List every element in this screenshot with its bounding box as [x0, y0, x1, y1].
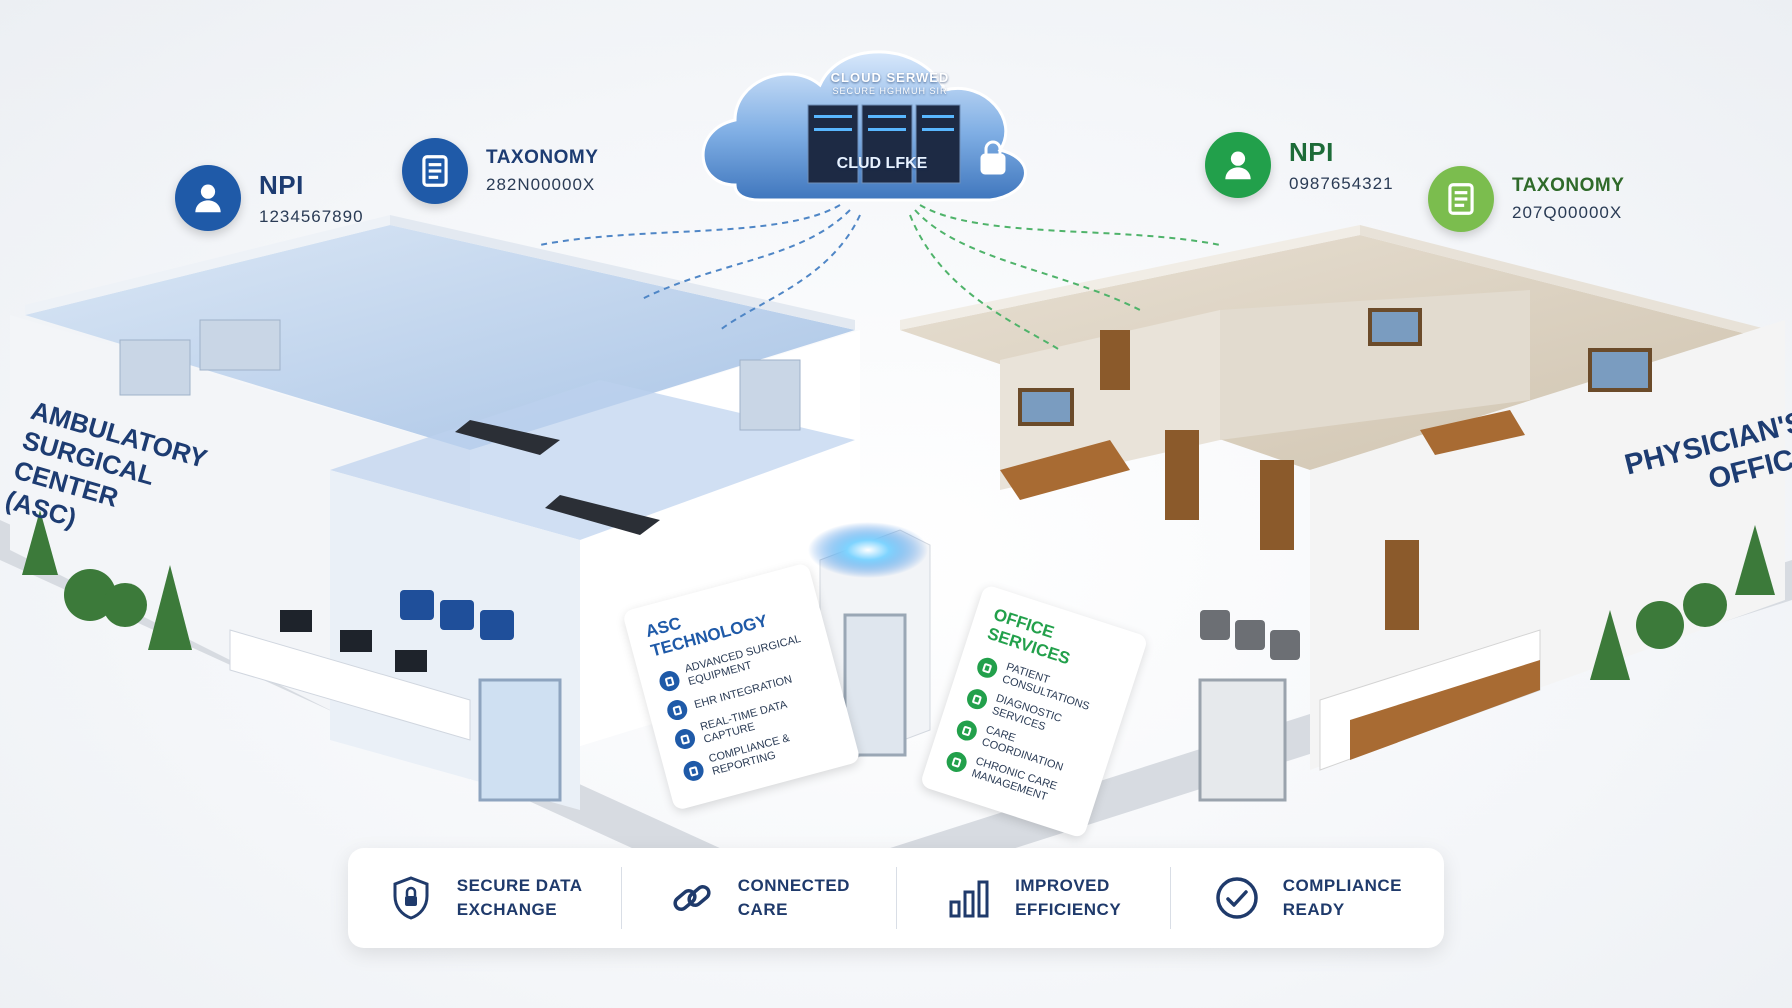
trees-right: [1590, 525, 1775, 680]
office-back-wall-right: [1360, 225, 1770, 340]
server-rack-lights: [814, 115, 954, 131]
user-icon: [1205, 132, 1271, 198]
asc-npi-value: 1234567890: [259, 206, 364, 226]
connection-lines-asc: [539, 204, 861, 331]
trees-left: [22, 510, 192, 650]
check-circle-icon: [1215, 877, 1258, 919]
asc-back-wall: [25, 215, 390, 315]
central-hub-glow: [808, 522, 928, 578]
document-icon: [402, 138, 468, 204]
central-hub-door: [843, 613, 907, 757]
office-npi-value: 0987654321: [1289, 173, 1394, 193]
office-taxonomy-badge: TAXONOMY 207Q00000X: [1428, 166, 1624, 232]
office-taxonomy-label: TAXONOMY: [1512, 175, 1625, 196]
report-icon: [681, 758, 706, 784]
cloud-title: CLOUD SERWED: [830, 70, 950, 85]
asc-reception-desk: [229, 629, 471, 741]
asc-entrance-doors: [478, 678, 562, 802]
office-partition-2: [1220, 290, 1530, 440]
office-waiting-chairs: [1200, 610, 1300, 660]
diagnostic-icon: [964, 686, 990, 712]
clipboard-icon: [944, 749, 970, 775]
asc-inner-room: [330, 380, 855, 540]
asc-taxonomy-badge: TAXONOMY 282N00000X: [402, 138, 598, 204]
cloud-lock-icon: [980, 140, 1006, 175]
asc-surgical-tables: [455, 420, 660, 535]
office-npi-label: NPI: [1289, 136, 1334, 167]
office-desks: [1000, 410, 1525, 500]
asc-monitors: [280, 610, 427, 672]
document-icon: [1428, 166, 1494, 232]
asc-taxonomy-label: TAXONOMY: [486, 147, 599, 168]
record-icon: [665, 697, 690, 723]
data-beam-lines: [853, 200, 911, 540]
asc-taxonomy-value: 282N00000X: [486, 175, 596, 194]
cloud-server: [701, 50, 1027, 202]
cloud-subtitle: SECURE HGHMUH SIR: [832, 86, 948, 96]
bar-chart-icon: [949, 880, 989, 918]
asc-cabinets: [119, 319, 801, 431]
asc-back-wall-right: [390, 215, 855, 330]
consultation-icon: [974, 655, 1000, 681]
office-reception-panel: [1350, 660, 1540, 760]
asc-npi-label: NPI: [259, 169, 304, 200]
asc-waiting-chairs: [400, 590, 514, 640]
asc-npi-badge: NPI 1234567890: [175, 165, 364, 231]
connection-lines-office: [909, 204, 1221, 351]
office-back-wall: [900, 225, 1360, 330]
office-entrance-doors: [1198, 678, 1287, 802]
coordination-icon: [954, 717, 980, 744]
office-pictures: [1018, 308, 1652, 426]
chain-link-icon: [673, 885, 711, 911]
office-npi-badge: NPI 0987654321: [1205, 132, 1394, 198]
data-icon: [672, 726, 698, 752]
shield-lock-icon: [393, 876, 429, 920]
lock-icon: [657, 668, 682, 694]
office-doors: [1100, 330, 1419, 630]
cloud-rack-label: CLUD LFKE: [836, 155, 928, 172]
user-icon: [175, 165, 241, 231]
office-taxonomy-value: 207Q00000X: [1512, 203, 1623, 222]
